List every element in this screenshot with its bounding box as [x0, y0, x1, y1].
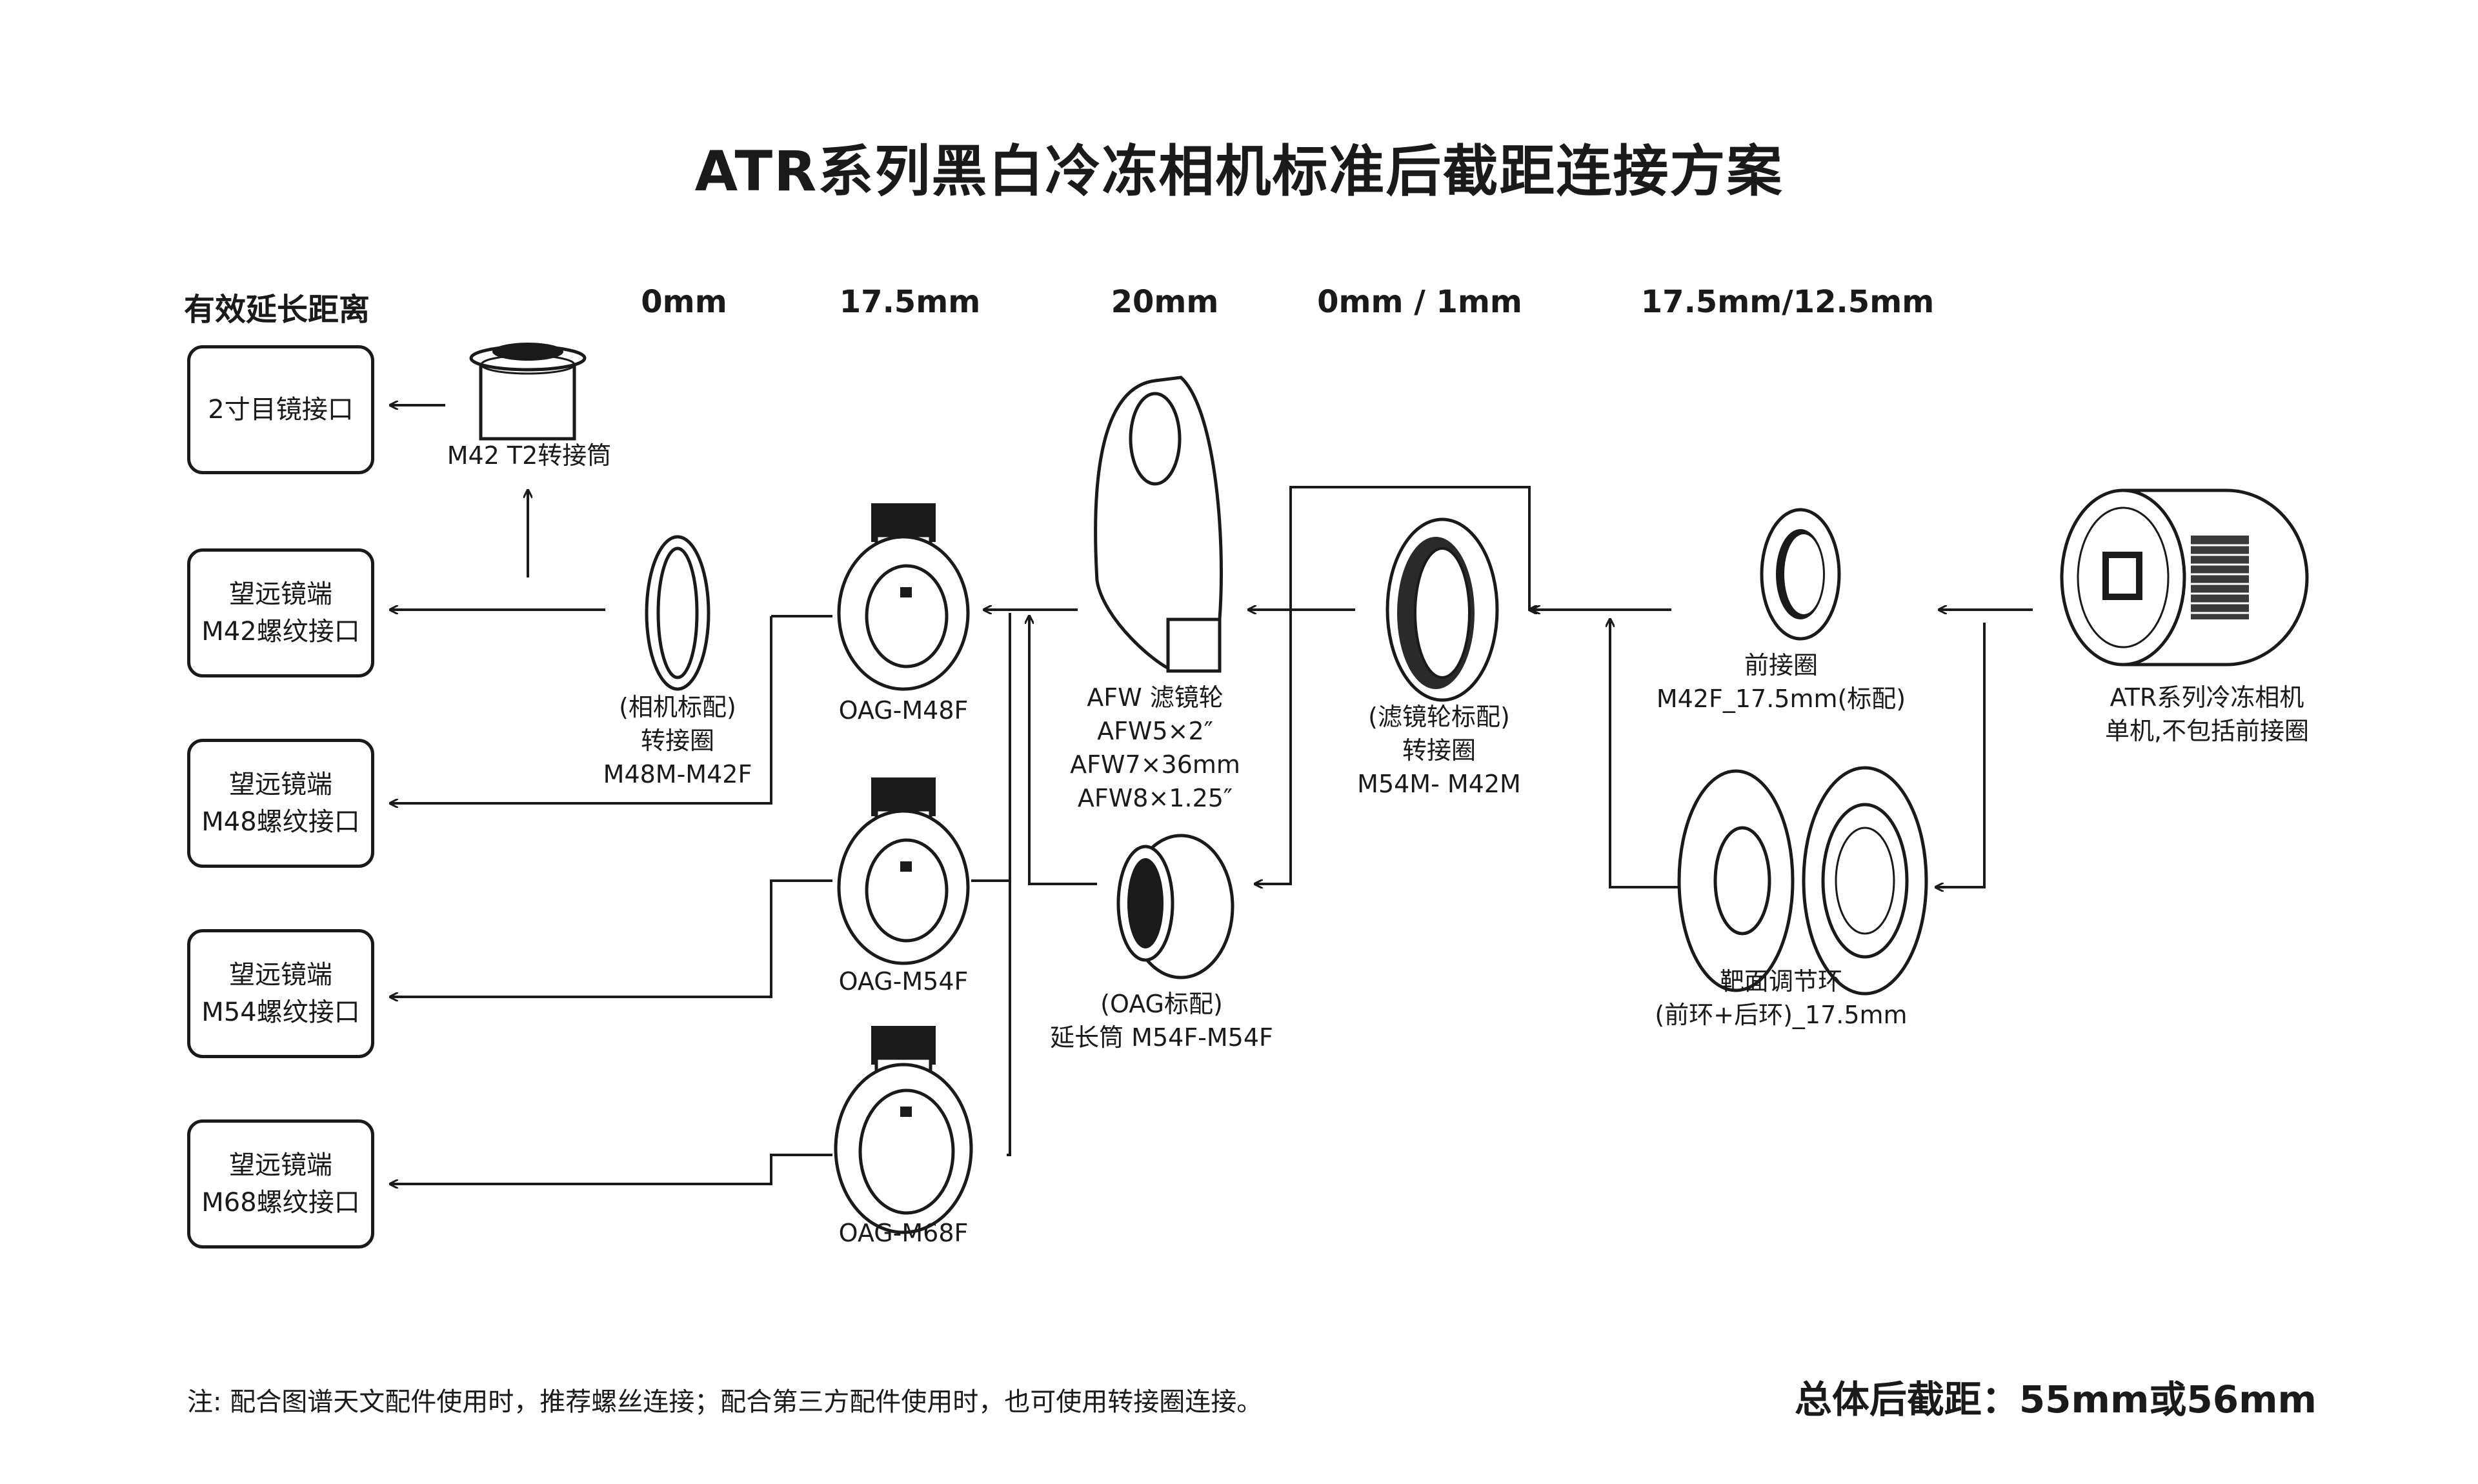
t2-tube-icon	[469, 343, 587, 441]
atr-camera-icon	[2060, 488, 2309, 667]
header-effective: 有效延长距离	[184, 292, 370, 328]
box-m54: 望远镜端 M54螺纹接口	[187, 929, 374, 1058]
header-col0: 0mm	[641, 284, 727, 320]
footnote: 注: 配合图谱天文配件使用时，推荐螺丝连接；配合第三方配件使用时，也可使用转接圈…	[187, 1387, 1263, 1417]
total-backfocus: 总体后截距：55mm或56mm	[1794, 1378, 2317, 1421]
box-eyepiece: 2寸目镜接口	[187, 345, 374, 474]
label-m48m: (相机标配) 转接圈 M48M-M42F	[603, 693, 752, 788]
front-ring-icon	[1760, 508, 1841, 641]
label-m54m: (滤镜轮标配) 转接圈 M54M- M42M	[1357, 703, 1521, 798]
label-t2: M42 T2转接筒	[447, 441, 612, 470]
label-extension: (OAG标配) 延长筒 M54F-M54F	[1050, 990, 1273, 1052]
label-oag68: OAG-M68F	[838, 1219, 969, 1247]
tilt-ring-icon	[1677, 766, 1928, 996]
header-col4: 17.5mm/12.5mm	[1640, 284, 1935, 320]
label-oag54: OAG-M54F	[838, 967, 969, 996]
filter-wheel-icon	[1094, 376, 1223, 673]
label-tilt-ring: 靶面调节环 (前环+后环)_17.5mm	[1655, 967, 1908, 1029]
oag-m54f-icon	[837, 777, 970, 965]
box-m42: 望远镜端 M42螺纹接口	[187, 548, 374, 677]
extension-tube-icon	[1116, 834, 1234, 979]
header-col2: 20mm	[1111, 284, 1219, 320]
box-m48: 望远镜端 M48螺纹接口	[187, 739, 374, 868]
m48-ring-icon	[645, 535, 710, 691]
label-front-ring: 前接圈 M42F_17.5mm(标配)	[1656, 651, 1906, 713]
oag-m48f-icon	[837, 503, 970, 691]
label-camera: ATR系列冷冻相机 单机,不包括前接圈	[2104, 683, 2310, 745]
oag-m68f-icon	[834, 1026, 973, 1234]
header-col1: 17.5mm	[839, 284, 981, 320]
header-col3: 0mm / 1mm	[1317, 284, 1522, 320]
m54m-adapter-icon	[1385, 517, 1499, 702]
label-oag48: OAG-M48F	[838, 696, 969, 725]
box-m68: 望远镜端 M68螺纹接口	[187, 1119, 374, 1248]
label-afw: AFW 滤镜轮 AFW5×2″ AFW7×36mm AFW8×1.25″	[1070, 683, 1240, 812]
connector-lines	[390, 405, 2033, 1184]
page-title: ATR系列黑白冷冻相机标准后截距连接方案	[694, 139, 1784, 204]
